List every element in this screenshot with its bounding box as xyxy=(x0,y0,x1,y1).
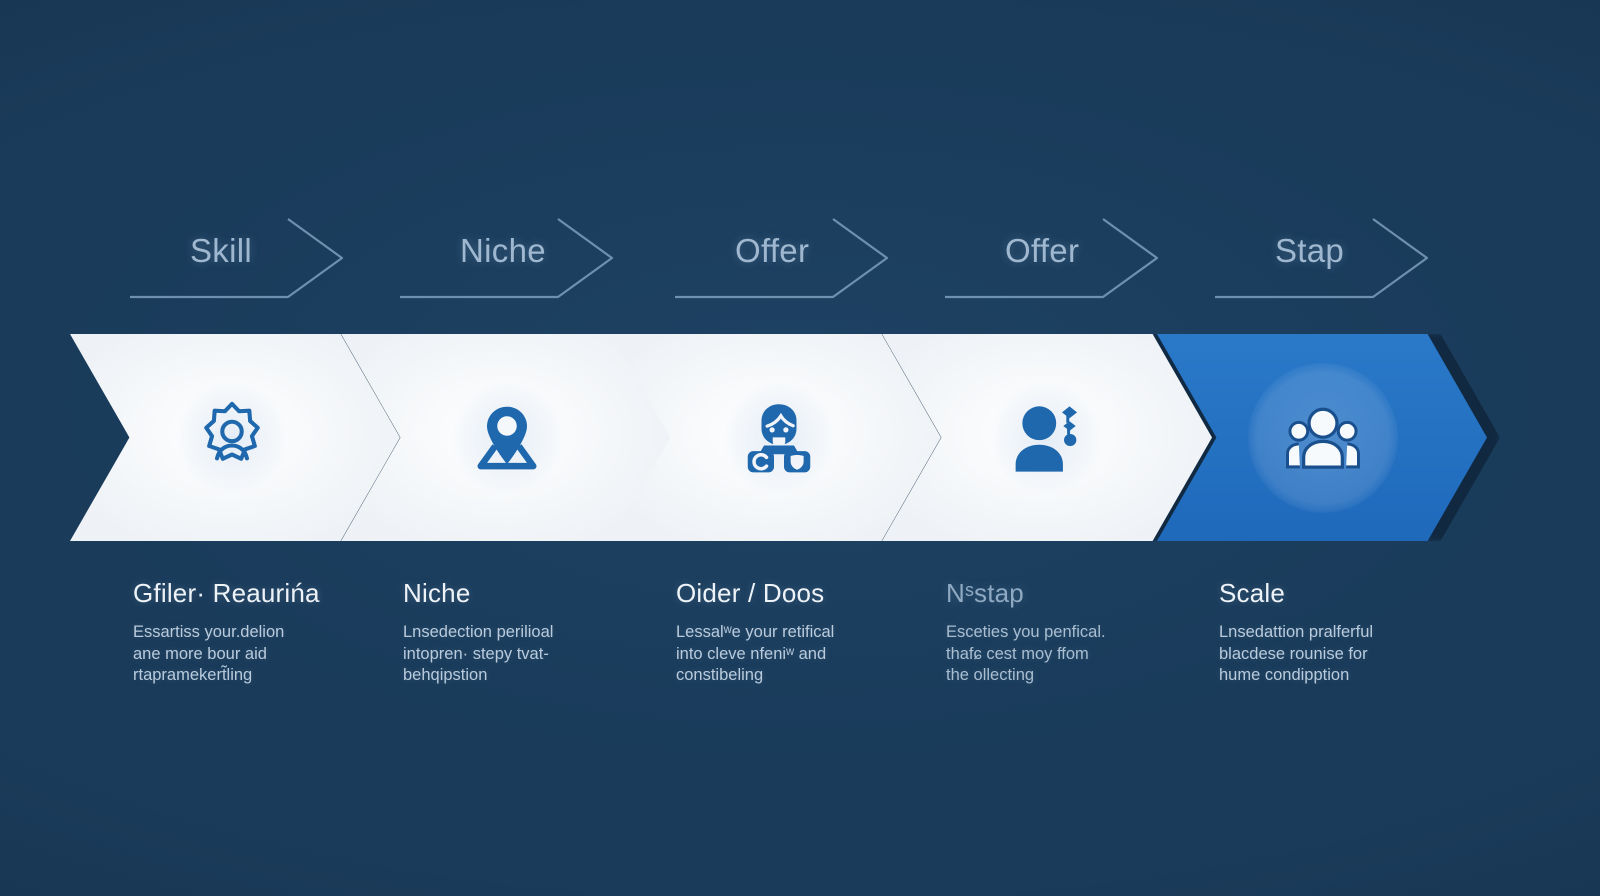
caption-line: Essartiss your.delion xyxy=(133,623,285,641)
stage-label-2[interactable]: Niche xyxy=(400,212,672,304)
caption-title: Oider / Doos xyxy=(676,578,825,608)
caption-body: Esceties you penfical. thafɕ cest moy ff… xyxy=(946,622,1196,687)
caption-line: Lessalʷe your retifical xyxy=(676,623,835,641)
person-badge-icon xyxy=(176,381,288,494)
stage-label-4[interactable]: Offer xyxy=(945,212,1217,304)
chevron-right-outline-icon xyxy=(675,218,889,299)
stage-caption-3: Oider / Doos Lessalʷe your retifical int… xyxy=(676,578,876,687)
stage-label-4-text: Offer xyxy=(1005,232,1080,269)
caption-line: thafɕ cest moy ffom xyxy=(946,644,1089,663)
chevron-right-outline-icon xyxy=(945,218,1159,299)
stage-label-1[interactable]: Skill xyxy=(130,212,402,304)
caption-line: constibeling xyxy=(676,666,764,684)
stage-label-5-text: Stap xyxy=(1275,232,1345,269)
caption-line: hume condipption xyxy=(1219,666,1350,684)
chevron-band xyxy=(0,334,1600,549)
stage-caption-1: Gfiler· Reaurińa Essartiss your.delion … xyxy=(133,578,383,687)
icon-halo xyxy=(176,381,288,494)
chevron-right-outline-icon xyxy=(400,218,614,299)
stage-caption-4: Nˢstap Esceties you penfical. thafɕ cest… xyxy=(946,578,1196,687)
caption-line: Esceties you penfical. xyxy=(946,623,1106,641)
stage-label-3[interactable]: Offer xyxy=(675,212,947,304)
support-agent-boxes-icon xyxy=(723,381,835,494)
caption-line: blacdese rounise for xyxy=(1219,644,1368,663)
caption-line: behqipstion xyxy=(403,666,488,684)
caption-line: ane more bour aid xyxy=(133,644,267,663)
caption-line: intopren· stepy tvat- xyxy=(403,644,549,663)
chevron-right-outline-icon xyxy=(1215,218,1429,299)
caption-title: Niche xyxy=(403,578,471,608)
caption-title: Gfiler· Reaurińa xyxy=(133,578,320,608)
stage-label-2-text: Niche xyxy=(460,232,546,269)
stage-caption-5: Scale Lnsedattion pralferful blacdese ro… xyxy=(1219,578,1449,687)
caption-body: Lnsedattion pralferful blacdese rounise … xyxy=(1219,622,1449,687)
caption-body: Lessalʷe your retifical into cleve nfeni… xyxy=(676,622,876,687)
chevron-stage-1[interactable] xyxy=(70,334,400,541)
stage-label-5[interactable]: Stap xyxy=(1215,212,1487,304)
person-settings-icon xyxy=(990,381,1102,494)
map-pin-icon xyxy=(451,381,563,494)
caption-title: Scale xyxy=(1219,578,1286,608)
caption-line: Lnsedection perilioal xyxy=(403,623,554,641)
people-group-icon xyxy=(1248,362,1398,513)
caption-title: Nˢstap xyxy=(946,578,1024,608)
caption-body: Lnsedection perilioal intopren· stepy tv… xyxy=(403,622,653,687)
stage-label-1-text: Skill xyxy=(190,232,253,269)
stage-caption-2: Niche Lnsedection perilioal intopren· st… xyxy=(403,578,653,687)
stage-label-row: Skill Niche Offer Offer Stap xyxy=(0,212,1600,312)
caption-body: Essartiss your.delion ane more bour aid … xyxy=(133,622,383,687)
caption-line: into cleve nfeniʷ and xyxy=(676,644,827,663)
stage-label-3-text: Offer xyxy=(735,232,810,269)
caption-line: the ollecting xyxy=(946,666,1035,684)
caption-line: Lnsedattion pralferful xyxy=(1219,623,1374,641)
caption-line: rtapramekert̃ling xyxy=(133,666,253,684)
chevron-right-outline-icon xyxy=(130,218,344,299)
